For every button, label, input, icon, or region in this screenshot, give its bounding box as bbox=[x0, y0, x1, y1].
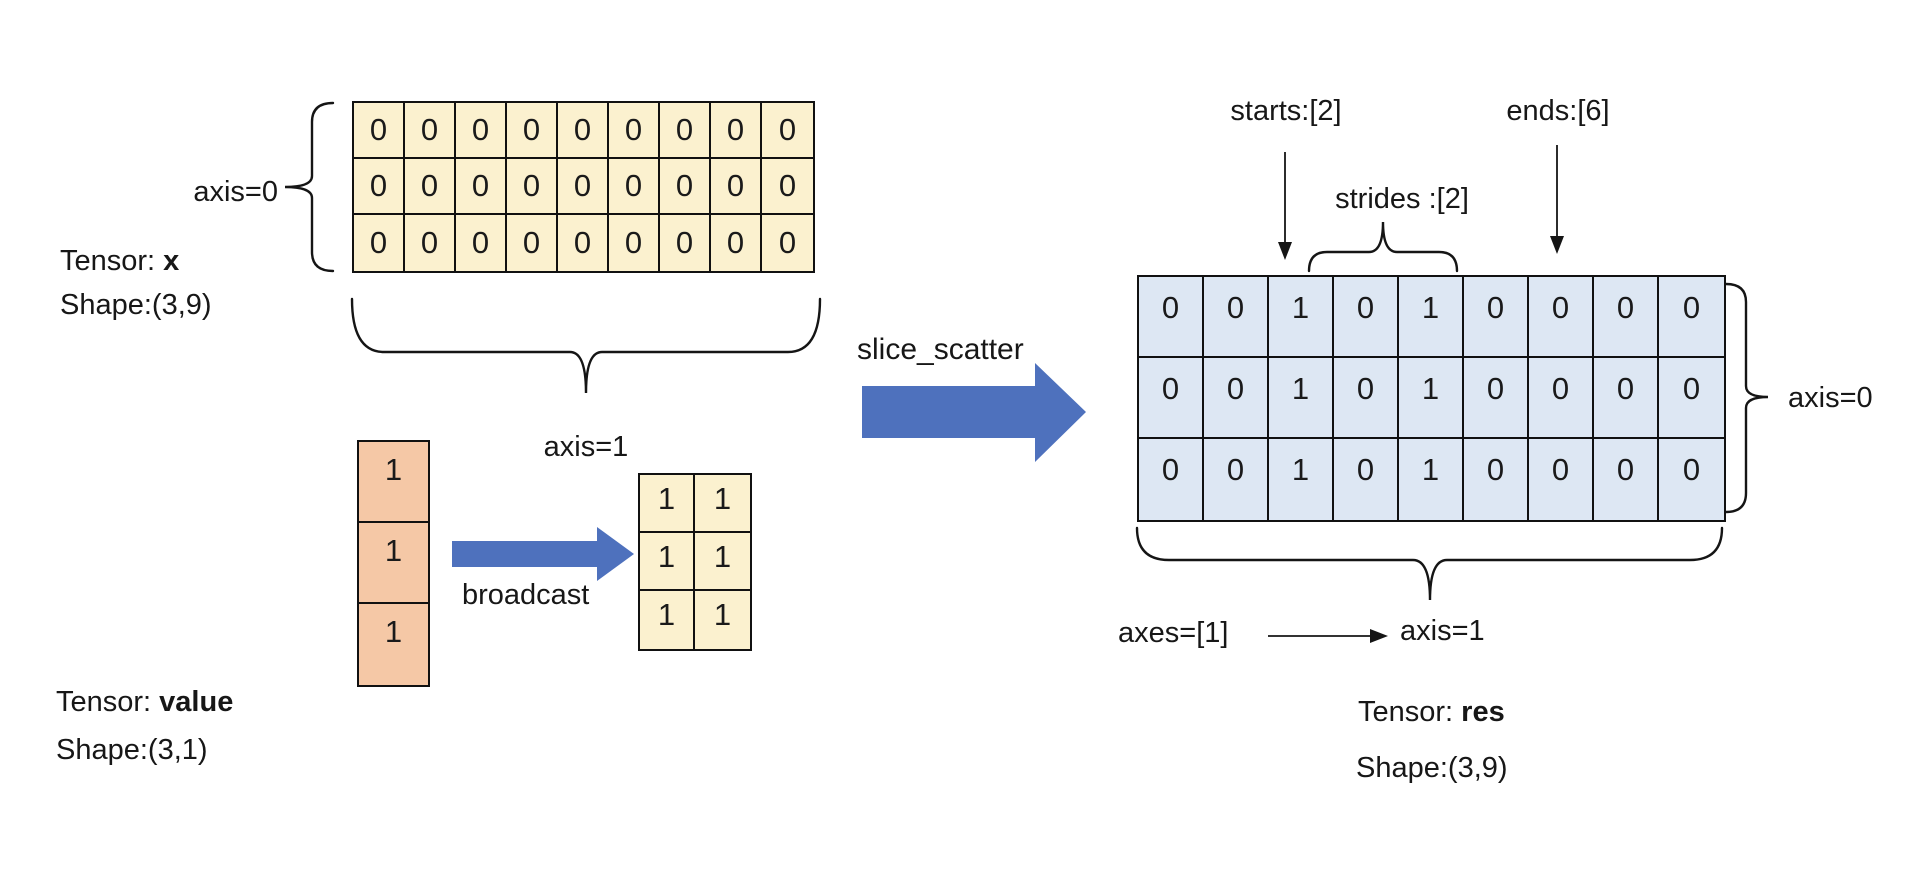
grid-cell: 0 bbox=[558, 215, 609, 271]
grid-cell: 0 bbox=[405, 215, 456, 271]
grid-cell: 0 bbox=[558, 159, 609, 215]
res-ends-label: ends:[6] bbox=[1506, 95, 1610, 127]
x-axis0-brace bbox=[284, 101, 335, 273]
grid-cell: 0 bbox=[711, 215, 762, 271]
tensor-x-title: Tensor: x bbox=[60, 245, 179, 278]
grid-cell: 1 bbox=[640, 475, 695, 533]
res-starts-label: starts:[2] bbox=[1230, 95, 1342, 127]
grid-cell: 0 bbox=[1659, 439, 1724, 520]
res-axes-label: axes=[1] bbox=[1118, 617, 1229, 649]
grid-cell: 0 bbox=[609, 103, 660, 159]
grid-cell: 0 bbox=[1594, 277, 1659, 358]
grid-cell: 0 bbox=[354, 103, 405, 159]
grid-cell: 0 bbox=[405, 103, 456, 159]
grid-cell: 0 bbox=[609, 159, 660, 215]
grid-cell: 0 bbox=[1594, 439, 1659, 520]
axes-arrowhead bbox=[1370, 629, 1388, 643]
grid-cell: 0 bbox=[609, 215, 660, 271]
grid-cell: 1 bbox=[359, 523, 428, 604]
grid-cell: 1 bbox=[1269, 277, 1334, 358]
grid-cell: 0 bbox=[1464, 358, 1529, 439]
res-axis0-brace bbox=[1724, 282, 1769, 514]
slice-scatter-arrow bbox=[862, 363, 1086, 462]
grid-cell: 0 bbox=[456, 103, 507, 159]
grid-cell: 0 bbox=[456, 159, 507, 215]
starts-arrowhead bbox=[1278, 242, 1292, 260]
grid-cell: 0 bbox=[507, 215, 558, 271]
tensor-value-title-name: value bbox=[159, 686, 234, 718]
grid-cell: 0 bbox=[1139, 277, 1204, 358]
grid-cell: 0 bbox=[1529, 358, 1594, 439]
tensor-x-title-name: x bbox=[163, 245, 180, 277]
grid-cell: 0 bbox=[1529, 439, 1594, 520]
grid-cell: 0 bbox=[456, 215, 507, 271]
grid-cell: 0 bbox=[1204, 358, 1269, 439]
grid-cell: 1 bbox=[640, 591, 695, 649]
grid-cell: 1 bbox=[695, 591, 750, 649]
grid-cell: 0 bbox=[660, 159, 711, 215]
grid-cell: 0 bbox=[1529, 277, 1594, 358]
tensor-x-title-prefix: Tensor: bbox=[60, 245, 164, 277]
grid-cell: 0 bbox=[405, 159, 456, 215]
broadcast-arrow bbox=[452, 527, 634, 581]
broadcast-label: broadcast bbox=[462, 579, 590, 611]
grid-cell: 0 bbox=[1464, 439, 1529, 520]
grid-cell: 0 bbox=[1334, 358, 1399, 439]
x-axis1-brace bbox=[350, 297, 822, 394]
grid-cell: 0 bbox=[1139, 358, 1204, 439]
grid-cell: 1 bbox=[695, 533, 750, 591]
grid-cell: 0 bbox=[762, 159, 813, 215]
tensor-res-title-prefix: Tensor: bbox=[1358, 696, 1462, 728]
grid-cell: 0 bbox=[1594, 358, 1659, 439]
grid-cell: 0 bbox=[558, 103, 609, 159]
grid-cell: 1 bbox=[640, 533, 695, 591]
grid-cell: 0 bbox=[1464, 277, 1529, 358]
grid-cell: 1 bbox=[1399, 358, 1464, 439]
ends-arrowhead bbox=[1550, 236, 1564, 254]
grid-cell: 0 bbox=[711, 103, 762, 159]
slice-scatter-label: slice_scatter bbox=[857, 333, 1024, 366]
grid-cell: 1 bbox=[1269, 439, 1334, 520]
grid-cell: 0 bbox=[660, 215, 711, 271]
res-strides-label: strides :[2] bbox=[1335, 183, 1469, 215]
x-axis0-label: axis=0 bbox=[193, 176, 278, 208]
grid-cell: 1 bbox=[1399, 277, 1464, 358]
grid-cell: 0 bbox=[1204, 277, 1269, 358]
grid-cell: 0 bbox=[762, 215, 813, 271]
grid-cell: 0 bbox=[507, 159, 558, 215]
x-axis1-label: axis=1 bbox=[543, 431, 629, 463]
tensor-res-title-name: res bbox=[1461, 696, 1505, 728]
grid-cell: 0 bbox=[1334, 277, 1399, 358]
grid-cell: 0 bbox=[711, 159, 762, 215]
grid-cell: 1 bbox=[695, 475, 750, 533]
tensor-res-title: Tensor: res bbox=[1358, 696, 1505, 729]
grid-cell: 0 bbox=[354, 159, 405, 215]
grid-cell: 1 bbox=[1399, 439, 1464, 520]
grid-cell: 0 bbox=[1659, 277, 1724, 358]
grid-cell: 0 bbox=[762, 103, 813, 159]
grid-cell: 0 bbox=[1204, 439, 1269, 520]
grid-cell: 1 bbox=[359, 442, 428, 523]
grid-cell: 0 bbox=[1334, 439, 1399, 520]
grid-cell: 0 bbox=[1139, 439, 1204, 520]
grid-cell: 0 bbox=[354, 215, 405, 271]
grid-cell: 0 bbox=[660, 103, 711, 159]
grid-cell: 1 bbox=[1269, 358, 1334, 439]
tensor-value-shape: Shape:(3,1) bbox=[56, 734, 208, 766]
grid-cell: 0 bbox=[1659, 358, 1724, 439]
tensor-value-title: Tensor: value bbox=[56, 686, 233, 719]
res-axis0-label: axis=0 bbox=[1788, 382, 1873, 414]
tensor-value-title-prefix: Tensor: bbox=[56, 686, 160, 718]
strides-brace bbox=[1307, 221, 1459, 273]
grid-cell: 1 bbox=[359, 604, 428, 685]
grid-cell: 0 bbox=[507, 103, 558, 159]
tensor-res-shape: Shape:(3,9) bbox=[1356, 752, 1508, 784]
res-axis1-brace bbox=[1135, 526, 1724, 601]
tensor-x-shape: Shape:(3,9) bbox=[60, 289, 212, 321]
res-axis1-label: axis=1 bbox=[1400, 615, 1485, 647]
